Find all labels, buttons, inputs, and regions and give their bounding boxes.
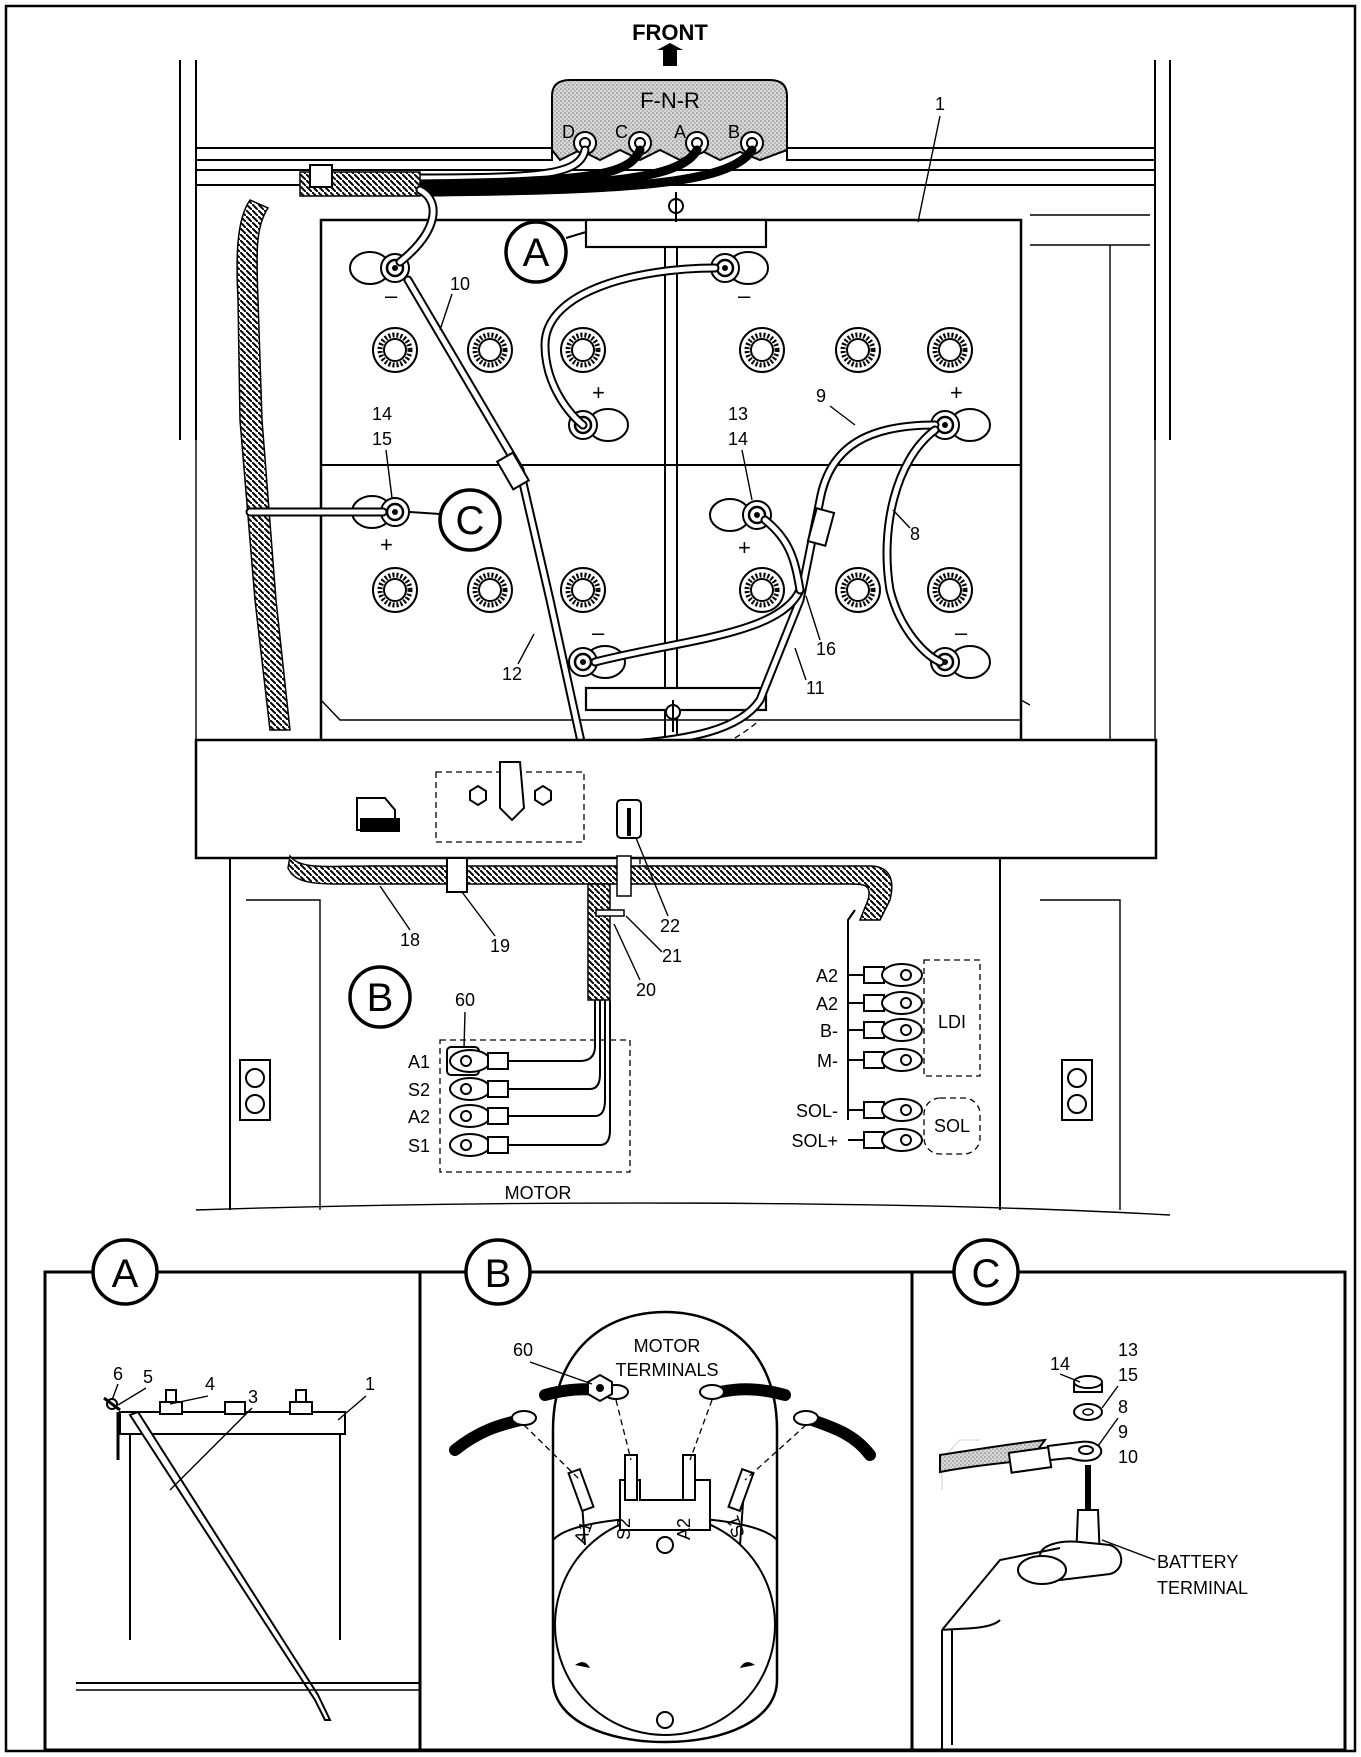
motor-label: MOTOR (505, 1183, 572, 1203)
motor-lugs (446, 1046, 509, 1157)
sign-plus-1: + (592, 380, 605, 405)
controller-wires (847, 909, 870, 1141)
callout-a (504, 220, 568, 284)
detail-a-part-3: 3 (248, 1387, 258, 1407)
sol-label: SOL (934, 1116, 970, 1136)
part-15: 15 (372, 429, 392, 449)
detail-c-part-9: 9 (1118, 1422, 1128, 1442)
battery-cables (245, 185, 945, 870)
part-60: 60 (455, 990, 475, 1010)
sign-plus-3: + (380, 532, 393, 557)
ldi-terminal-a2-1: A2 (816, 966, 838, 986)
detail-c: C 13 14 15 8 9 10 BATTERY TERMINAL (939, 1238, 1248, 1750)
callout-c (438, 488, 502, 552)
motor-terminal-s1: S1 (408, 1136, 430, 1156)
callout-b (348, 965, 412, 1029)
fnr-terminal-a: A (674, 122, 686, 142)
sol-terminal-minus: SOL- (796, 1101, 838, 1121)
ldi-label: LDI (938, 1012, 966, 1032)
front-label: FRONT (632, 20, 708, 45)
fnr-terminal-c: C (615, 122, 628, 142)
detail-b: B A1 S2 A2 S1 MOTOR TERMINALS (449, 1238, 876, 1744)
left-harness (236, 199, 291, 731)
ldi-terminal-m-minus: M- (817, 1051, 838, 1071)
part-12: 12 (502, 664, 522, 684)
ldi-terminal-b-minus: B- (820, 1021, 838, 1041)
motor-terminal-a2: A2 (408, 1107, 430, 1127)
detail-a-callout (91, 1238, 159, 1306)
ldi-box (923, 959, 981, 1077)
svg-text:A: A (523, 231, 550, 275)
part-16: 16 (816, 639, 836, 659)
svg-text:A: A (112, 1252, 139, 1296)
part-9: 9 (816, 386, 826, 406)
detail-c-part-15: 15 (1118, 1365, 1138, 1385)
detail-a-part-1: 1 (365, 1374, 375, 1394)
detail-b-callout (464, 1238, 532, 1306)
detail-c-part-8: 8 (1118, 1397, 1128, 1417)
sol-terminal-plus: SOL+ (791, 1131, 838, 1151)
part-19: 19 (490, 936, 510, 956)
sign-plus-4: + (738, 535, 751, 560)
part-8: 8 (910, 524, 920, 544)
detail-b-title-2: TERMINALS (615, 1360, 718, 1380)
hold-down-bar-top (584, 218, 768, 249)
motor-wires (505, 1000, 611, 1146)
detail-b-part-60: 60 (513, 1340, 533, 1360)
sol-box (923, 1097, 981, 1155)
part-11: 11 (806, 678, 825, 698)
detail-c-part-10: 10 (1118, 1447, 1138, 1467)
part-21: 21 (662, 946, 682, 966)
detail-a-part-5: 5 (143, 1367, 153, 1387)
part-1: 1 (935, 94, 945, 114)
detail-c-label-1: BATTERY (1157, 1552, 1238, 1572)
part-20: 20 (636, 980, 656, 1000)
detail-c-callout (952, 1238, 1020, 1306)
sign-minus-2: – (738, 283, 751, 308)
cross-member (194, 738, 1158, 860)
lower-harness (287, 854, 893, 921)
detail-a-part-4: 4 (205, 1374, 215, 1394)
motor-terminal-s2: S2 (408, 1080, 430, 1100)
sign-minus-4: – (955, 620, 968, 645)
detail-b-mark-s2: S2 (614, 1518, 634, 1540)
motor-terminal-a1: A1 (408, 1052, 430, 1072)
motor-studs (567, 1454, 755, 1513)
svg-text:B: B (485, 1252, 512, 1296)
detail-a: A 6 5 4 3 1 (76, 1238, 420, 1721)
svg-text:B: B (367, 976, 394, 1020)
main-view: FRONT F-N-R D C A B (179, 20, 1171, 1216)
sign-minus-1: – (385, 283, 398, 308)
detail-c-cable (939, 1438, 1048, 1474)
part-18: 18 (400, 930, 420, 950)
fnr-terminal-b: B (728, 122, 740, 142)
part-14b: 14 (728, 429, 748, 449)
sign-minus-3: – (592, 620, 605, 645)
svg-text:C: C (972, 1252, 1001, 1296)
front-arrow-icon (657, 43, 683, 66)
sign-plus-2: + (950, 380, 963, 405)
controller-lugs (863, 963, 923, 1152)
fnr-terminal-d: D (562, 122, 575, 142)
detail-c-label-2: TERMINAL (1157, 1578, 1248, 1598)
part-10: 10 (450, 274, 470, 294)
part-number-labels: 1 10 14 15 13 14 9 8 12 16 11 18 19 22 (372, 94, 945, 1049)
battery-posts (349, 251, 991, 679)
part-22: 22 (660, 916, 680, 936)
motor-terminal-box (439, 1039, 631, 1173)
svg-text:C: C (456, 499, 485, 543)
detail-b-mark-a2: A2 (674, 1518, 694, 1540)
detail-c-part-14: 14 (1050, 1354, 1070, 1374)
detail-c-battery (941, 1547, 1061, 1750)
detail-c-part-13: 13 (1118, 1340, 1138, 1360)
detail-a-part-6: 6 (113, 1364, 123, 1384)
part-13: 13 (728, 404, 748, 424)
ldi-terminal-a2-2: A2 (816, 994, 838, 1014)
fnr-label: F-N-R (640, 88, 700, 113)
detail-b-title-1: MOTOR (634, 1336, 701, 1356)
battery-tray (319, 218, 1023, 752)
part-14a: 14 (372, 404, 392, 424)
